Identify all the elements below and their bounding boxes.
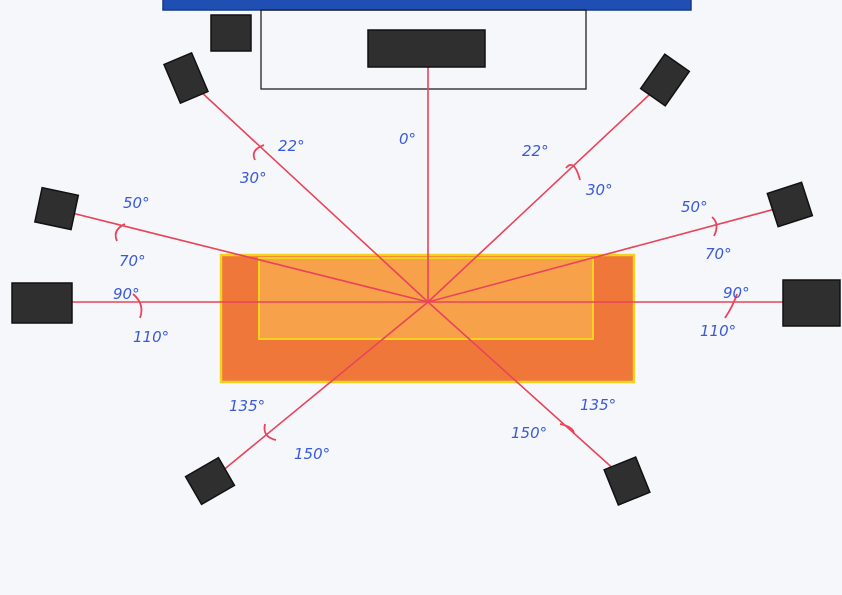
arc-wide-left	[114, 223, 126, 242]
arc-rear-left	[263, 423, 277, 441]
speaker-icon	[210, 14, 252, 52]
label-front-left-b: 30°	[240, 169, 267, 187]
ray-wide-left	[55, 208, 429, 303]
ray-rear-right	[427, 301, 628, 482]
speaker-icon	[639, 53, 691, 107]
label-side-right-a: 90°	[723, 284, 750, 302]
arc-side-right	[724, 293, 738, 319]
ray-wide-right	[427, 204, 791, 303]
label-rear-left-a: 135°	[229, 397, 265, 415]
ray-front-right	[427, 79, 666, 303]
label-wide-right-b: 70°	[705, 245, 732, 263]
label-side-left-a: 90°	[113, 285, 140, 303]
speaker-icon	[184, 456, 236, 506]
label-wide-left-a: 50°	[123, 194, 150, 212]
label-wide-left-b: 70°	[119, 252, 146, 270]
tv-screen-icon	[162, 0, 692, 11]
speaker-icon	[33, 186, 80, 231]
speakers	[11, 14, 841, 506]
ray-rear-left	[209, 301, 429, 482]
arc-side-left	[132, 293, 143, 319]
speaker-icon	[782, 279, 841, 327]
speaker-icon	[367, 29, 486, 68]
label-rear-right-b: 150°	[511, 424, 547, 442]
angle-arcs	[114, 144, 738, 441]
sound-rays	[42, 64, 810, 482]
tv-stand	[260, 9, 587, 90]
ray-front-left	[185, 77, 429, 303]
label-center: 0°	[399, 130, 416, 148]
angle-labels: 0° 22° 30° 22° 30° 50° 70° 50° 70° 90° 1…	[113, 130, 750, 463]
speaker-icon	[11, 282, 73, 324]
speaker-icon	[163, 51, 209, 105]
speaker-icon	[766, 181, 814, 228]
label-front-left-a: 22°	[278, 137, 305, 155]
speaker-icon	[603, 456, 651, 506]
arc-rear-right	[559, 423, 575, 435]
label-rear-right-a: 135°	[580, 396, 616, 414]
arc-wide-right	[711, 216, 718, 237]
label-side-left-b: 110°	[133, 328, 169, 346]
label-side-right-b: 110°	[700, 322, 736, 340]
arc-front-right	[565, 164, 581, 181]
label-front-right-a: 22°	[522, 142, 549, 160]
arc-front-left	[252, 144, 265, 161]
label-rear-left-b: 150°	[294, 445, 330, 463]
label-front-right-b: 30°	[586, 181, 613, 199]
label-wide-right-a: 50°	[681, 198, 708, 216]
